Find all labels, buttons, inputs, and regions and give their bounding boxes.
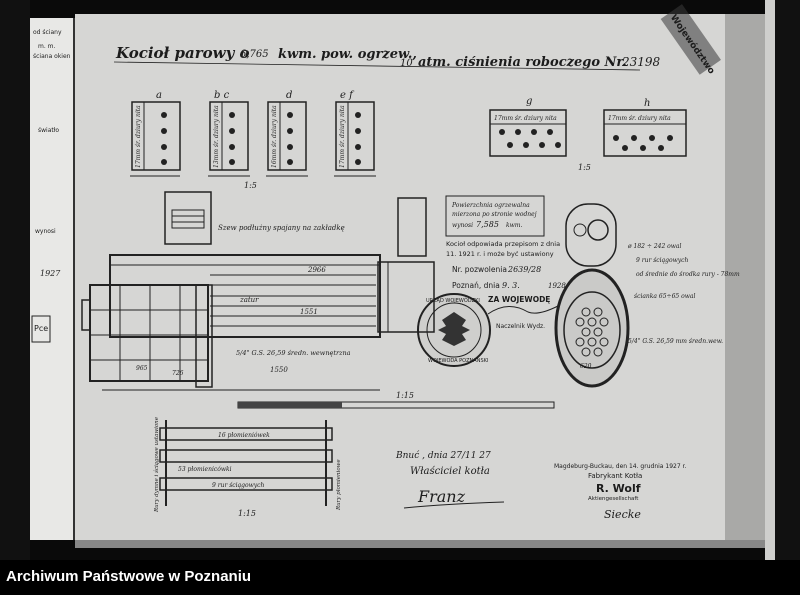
scale-label: 1:5 bbox=[578, 163, 591, 172]
section-label-a: a bbox=[156, 90, 162, 101]
boiler-end-view: 620 ø 182 ÷ 242 owal 9 rur ściągowych od… bbox=[554, 203, 740, 388]
rivet-label: 16mm śr. dziury nita bbox=[271, 105, 278, 168]
area-box-line: Powierzchnia ogrzewalna bbox=[451, 202, 530, 209]
area-box-value: 7,585 bbox=[476, 220, 499, 229]
rivet-details-left: a 17mm śr. dziury nita b c 13mm śr. dziu… bbox=[130, 90, 376, 190]
side-label-left: Rury dymne i ściągowe ustawione bbox=[153, 416, 160, 513]
previous-page-edge: od ściany m. m. ściana okien światło wyn… bbox=[30, 18, 75, 540]
section-label-d: d bbox=[286, 90, 292, 101]
dimension-label: 1550 bbox=[270, 366, 288, 374]
cert-number-label: Nr. pozwolenia bbox=[452, 265, 507, 274]
dimension-label: 726 bbox=[172, 370, 184, 377]
archive-caption: Archiwum Państwowe w Poznaniu bbox=[6, 568, 252, 585]
cert-place-label: Poznań, dnia bbox=[452, 281, 500, 290]
zatur-label: zatur bbox=[239, 296, 259, 304]
rivet-label: 17mm śr. dziury nita bbox=[135, 105, 142, 168]
blueprint-sheet bbox=[75, 14, 725, 546]
cert-for-label: ZA WOJEWODĘ bbox=[488, 295, 550, 304]
owner-block: Bnuć , dnia 27/11 27 Właściciel kotła Fr… bbox=[395, 450, 505, 509]
heating-surface-box: Powierzchnia ogrzewalna mierzona po stro… bbox=[445, 195, 545, 237]
section-label-bc: b c bbox=[214, 90, 230, 101]
maker-sub: Aktiengesellschaft bbox=[588, 496, 639, 502]
area-value: 6,765 bbox=[240, 49, 269, 60]
pipe-note-right: 5/4" G.S. 26,59 mm średn.wew. bbox=[628, 338, 723, 345]
section-label-g: g bbox=[526, 96, 532, 107]
cert-year: 1928 bbox=[548, 282, 566, 290]
section-label-ef: e f bbox=[340, 90, 355, 101]
maker-label: Fabrykant Kotła bbox=[588, 472, 642, 480]
stamp-bottom: WOJEWODA POZNAŃSKI bbox=[428, 357, 488, 364]
area-unit: kwm. pow. ogrzew., bbox=[278, 47, 417, 62]
maker-block: Magdeburg-Buckau, den 14. grudnia 1927 r… bbox=[554, 463, 686, 521]
cert-line1: Kocioł odpowiada przepisom z dnia bbox=[446, 240, 560, 248]
approval-certificate: Kocioł odpowiada przepisom z dnia 11. 19… bbox=[446, 240, 566, 330]
tube-section-drawing: 16 płomieniówek 53 płomienicówki 9 rur ś… bbox=[153, 416, 342, 518]
riveting-note: Szew podłużny spajany na zakładkę bbox=[218, 224, 345, 232]
rivet-label: 17mm śr. dziury nita bbox=[494, 115, 557, 122]
tube-note: ścianka 65÷65 owal bbox=[634, 293, 695, 300]
pressure-value: 10 bbox=[400, 58, 413, 69]
drawing-title: Kocioł parowy o 6,765 kwm. pow. ogrzew.,… bbox=[113, 44, 661, 71]
tube-note: 9 rur ściągowych bbox=[636, 257, 689, 264]
area-box-line: mierzona po stronie wodnej bbox=[452, 211, 537, 218]
tube-count-label: 53 płomienicówki bbox=[178, 466, 232, 473]
official-stamp: URZĄD WOJEWÓDZKI WOJEWODA POZNAŃSKI bbox=[417, 293, 491, 367]
boiler-number: 23198 bbox=[621, 55, 661, 69]
dimension-label: 2966 bbox=[307, 266, 326, 274]
section-label-h: h bbox=[644, 98, 650, 109]
cert-place-value: 9. 3. bbox=[502, 281, 520, 290]
scale-label: 1:15 bbox=[238, 509, 256, 518]
scale-bar: 1:15 bbox=[237, 391, 555, 409]
viewer-left-edge bbox=[0, 0, 30, 560]
margin-fragment: wynosi bbox=[35, 228, 56, 235]
pressure-text: atm. ciśnienia roboczego Nr. bbox=[418, 55, 627, 70]
cert-number-value: 2639/28 bbox=[507, 265, 541, 274]
owner-place-date: Bnuć , dnia 27/11 27 bbox=[395, 450, 491, 461]
tube-count-label: 16 płomieniówek bbox=[218, 432, 270, 439]
margin-fragment: światło bbox=[38, 127, 59, 134]
margin-fragment: od ściany bbox=[33, 29, 62, 36]
scale-label: 1:5 bbox=[244, 181, 257, 190]
margin-fragment: ściana okien bbox=[33, 53, 71, 60]
side-label-right: Rury płomieniowe bbox=[336, 459, 342, 511]
tube-note: ø 182 ÷ 242 owal bbox=[627, 243, 681, 250]
dimension-label: 1551 bbox=[300, 308, 318, 316]
title-text: Kocioł parowy o bbox=[115, 44, 250, 62]
caption-bar: Archiwum Państwowe w Poznaniu bbox=[0, 560, 800, 595]
tube-note: od średnie do środka rury - 78mm bbox=[636, 271, 740, 278]
stamp-top: URZĄD WOJEWÓDZKI bbox=[426, 297, 480, 304]
cert-office: Naczelnik Wydz. bbox=[496, 323, 545, 330]
scale-label: 1:15 bbox=[396, 391, 414, 400]
owner-signature: Franz bbox=[417, 487, 466, 506]
boiler-section-drawing: Szew podłużny spajany na zakładkę 2966 1… bbox=[81, 191, 435, 391]
dimension-label: 620 bbox=[580, 363, 592, 370]
maker-name: R. Wolf bbox=[596, 482, 641, 495]
rivet-label: 17mm śr. dziury nita bbox=[339, 105, 346, 168]
area-box-line: kwm. bbox=[506, 222, 522, 229]
margin-fragment: Pce bbox=[34, 324, 48, 333]
rivet-label: 13mm śr. dziury nita bbox=[213, 105, 220, 168]
margin-fragment: m. m. bbox=[38, 43, 56, 50]
dimension-label: 965 bbox=[136, 365, 148, 372]
maker-signature: Siecke bbox=[604, 508, 641, 521]
rivet-details-right: g 17mm śr. dziury nita h 17mm śr. dziury… bbox=[489, 96, 687, 172]
scanned-blueprint: od ściany m. m. ściana okien światło wyn… bbox=[30, 0, 775, 560]
owner-label: Właściciel kotła bbox=[410, 466, 490, 477]
maker-place-date: Magdeburg-Buckau, den 14. grudnia 1927 r… bbox=[554, 463, 686, 470]
margin-fragment: 1927 bbox=[40, 269, 61, 278]
tube-count-label: 9 rur ściągowych bbox=[212, 482, 265, 489]
area-box-line: wynosi bbox=[452, 222, 473, 229]
document-viewer: od ściany m. m. ściana okien światło wyn… bbox=[0, 0, 775, 560]
pipe-note-center: 5/4" G.S. 26,59 średn. wewnętrzna bbox=[236, 349, 351, 357]
rivet-label: 17mm śr. dziury nita bbox=[608, 115, 671, 122]
cert-line2: 11. 1921 r. i może być ustawiony bbox=[446, 250, 554, 258]
